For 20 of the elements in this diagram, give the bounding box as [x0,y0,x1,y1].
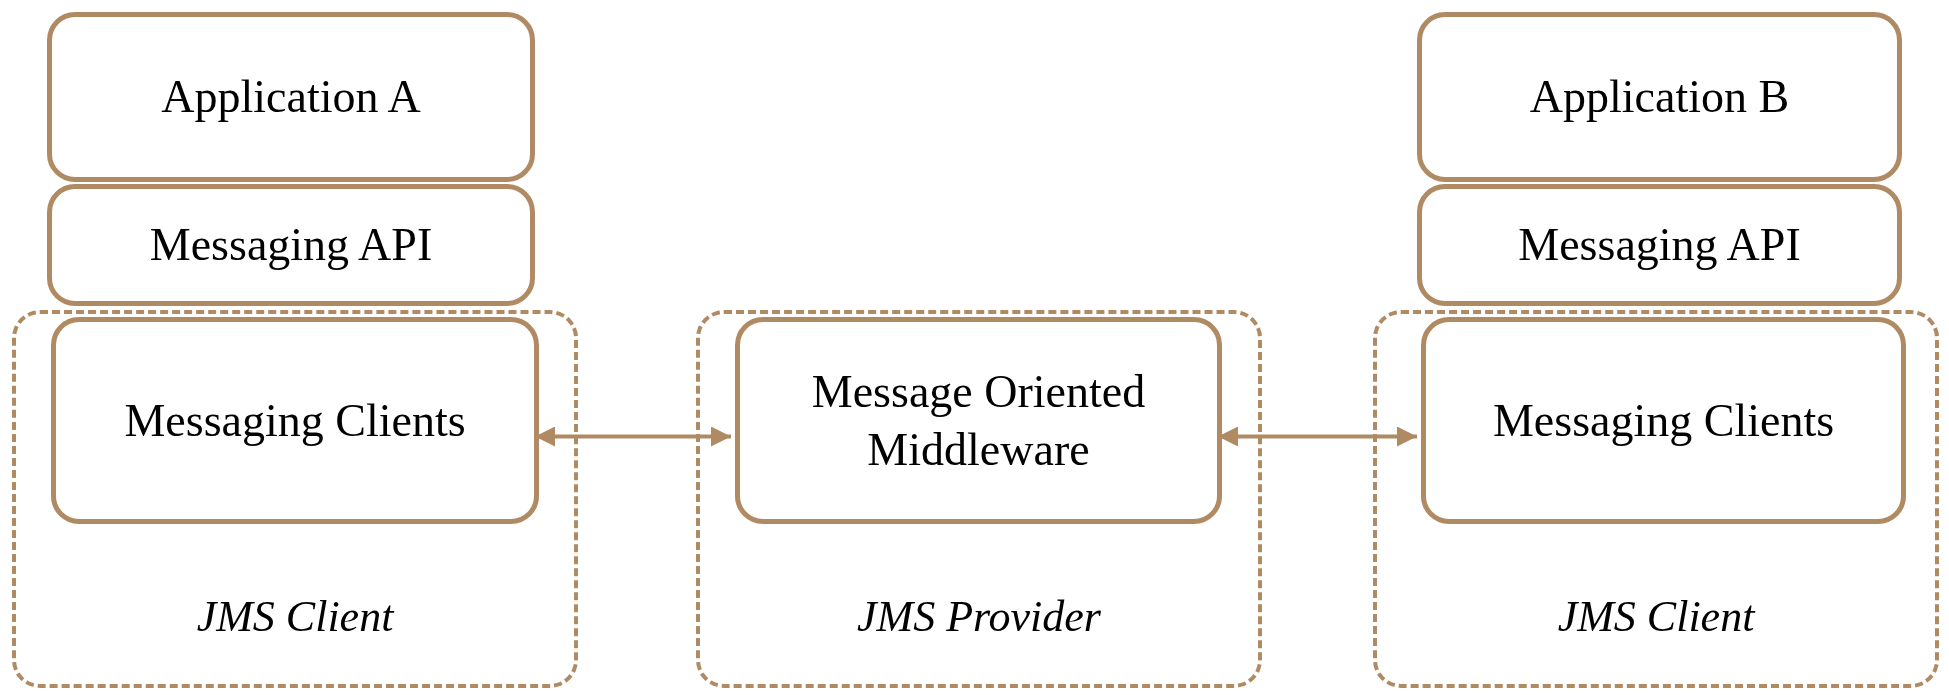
group-label: JMS Client [1557,591,1755,643]
box-label: Messaging API [149,218,433,273]
box-label: Message Oriented Middleware [810,365,1147,477]
group-label: JMS Client [196,591,394,643]
dashed-group-box [1373,310,1939,688]
dashed-group-box [696,310,1262,688]
component-box [1417,184,1902,306]
box-label: Messaging Clients [124,393,466,448]
component-box [47,12,535,182]
box-label: Application A [161,70,421,125]
box-label: Application B [1529,70,1790,125]
group-label: JMS Provider [857,591,1101,643]
component-box [51,317,539,524]
dashed-group-box [12,310,578,688]
box-label: Messaging Clients [1492,393,1835,448]
component-box [1421,317,1906,524]
component-box [735,317,1222,524]
component-box [47,184,535,306]
component-box [1417,12,1902,182]
box-label: Messaging API [1518,218,1801,273]
